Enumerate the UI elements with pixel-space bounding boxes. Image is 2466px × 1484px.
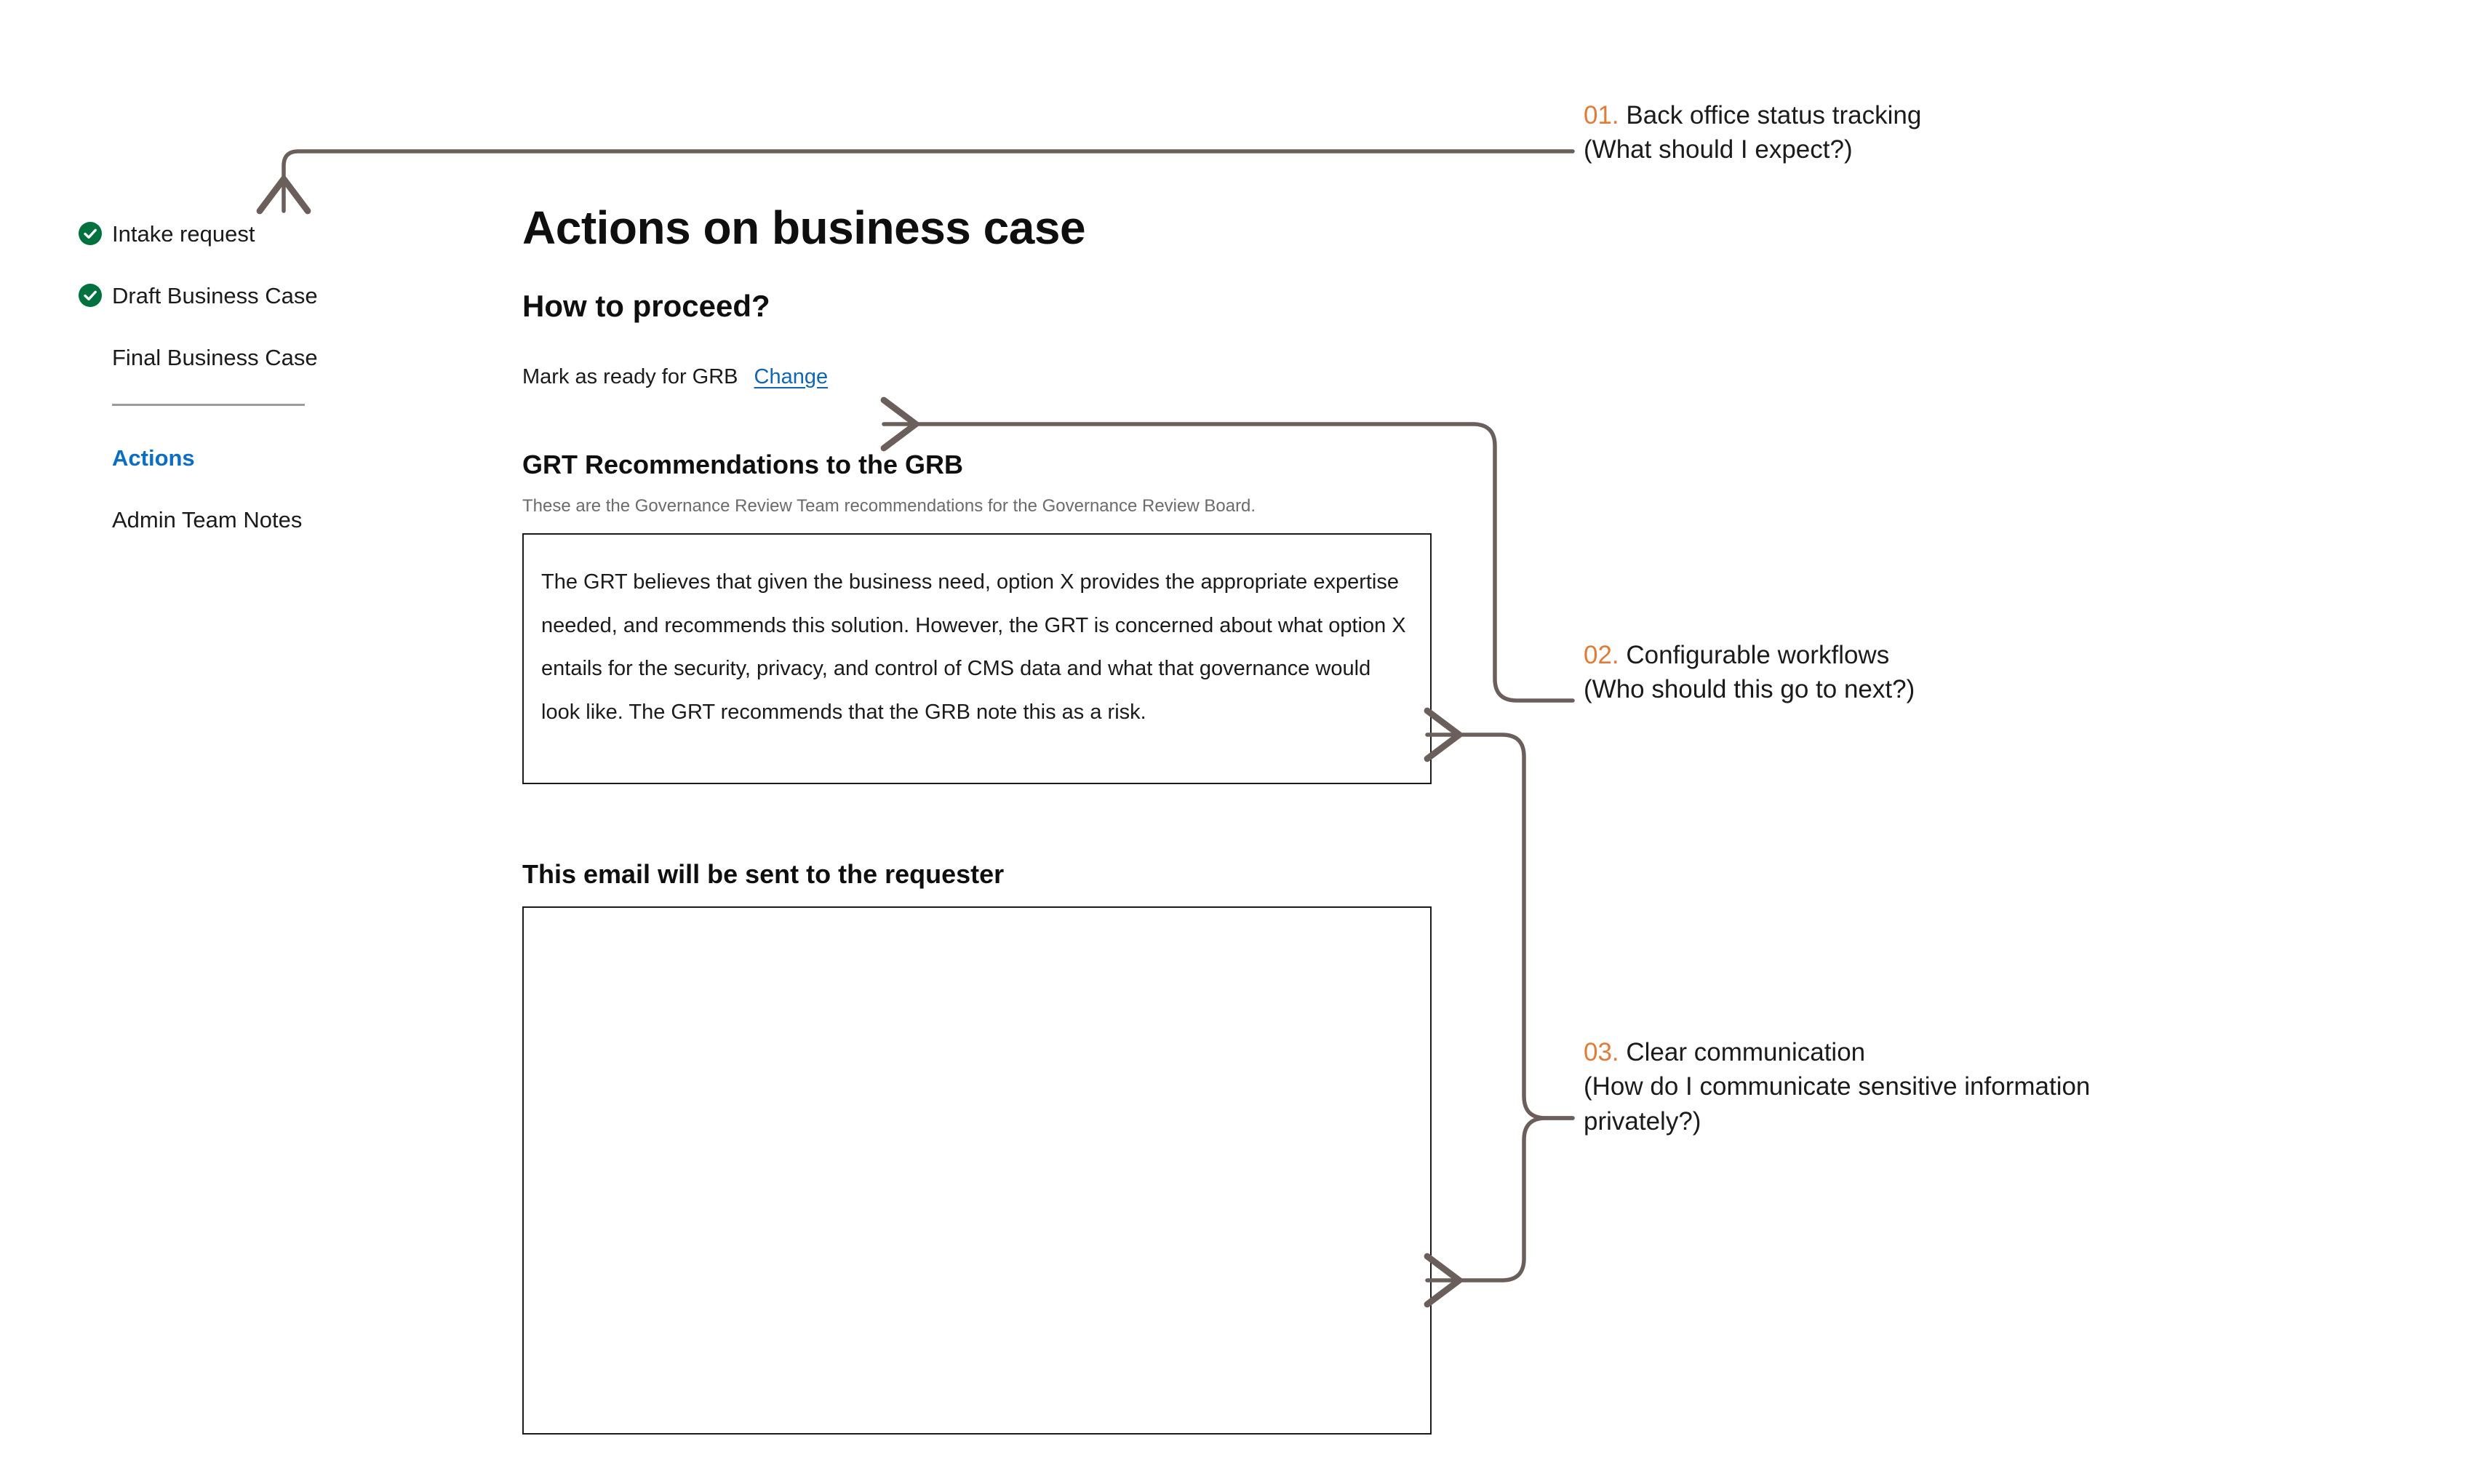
status-label: Mark as ready for GRB: [522, 364, 738, 388]
status-placeholder-icon: [79, 346, 102, 369]
annotation-01-question: (What should I expect?): [1584, 135, 1853, 164]
how-to-proceed-heading: How to proceed?: [522, 289, 770, 324]
check-circle-icon: [79, 222, 102, 245]
annotation-03-title-line: 03. Clear communication: [1584, 1035, 2384, 1069]
change-status-link[interactable]: Change: [754, 364, 829, 388]
sidebar-item-actions[interactable]: Actions: [79, 442, 384, 473]
annotation-01-number: 01.: [1584, 101, 1619, 129]
sidebar-item-label: Actions: [112, 444, 195, 471]
annotation-03: 03. Clear communication (How do I commun…: [1584, 1035, 2384, 1138]
annotation-03-question-line-2: privately?): [1584, 1106, 1701, 1136]
sidebar-item-label: Final Business Case: [112, 344, 318, 370]
email-section-heading: This email will be sent to the requester: [522, 859, 1005, 890]
annotation-03-question-line-1: (How do I communicate sensitive informat…: [1584, 1072, 2091, 1101]
annotation-01: 01. Back office status tracking (What sh…: [1584, 98, 2384, 167]
annotation-02-number: 02.: [1584, 641, 1619, 669]
annotation-02: 02. Configurable workflows (Who should t…: [1584, 638, 2384, 707]
annotation-03-title: Clear communication: [1619, 1038, 1866, 1066]
status-placeholder-icon: [79, 508, 102, 531]
check-circle-icon: [79, 284, 102, 307]
email-body-textarea[interactable]: [522, 906, 1432, 1435]
sidebar-item-intake-request[interactable]: Intake request: [79, 218, 384, 249]
annotation-01-title-line: 01. Back office status tracking: [1584, 98, 2384, 132]
sidebar-item-final-business-case[interactable]: Final Business Case: [79, 342, 384, 372]
annotation-02-title: Configurable workflows: [1619, 641, 1890, 669]
grt-recommendations-box[interactable]: The GRT believes that given the business…: [522, 533, 1432, 785]
main-content: Actions on business case How to proceed?…: [522, 202, 1541, 1435]
annotation-03-number: 03.: [1584, 1038, 1619, 1066]
annotation-02-question: (Who should this go to next?): [1584, 675, 1915, 704]
grt-recommendations-text: The GRT believes that given the business…: [541, 570, 1406, 724]
annotation-02-title-line: 02. Configurable workflows: [1584, 638, 2384, 672]
grt-recommendations-help-text: These are the Governance Review Team rec…: [522, 495, 1256, 516]
sidebar-item-draft-business-case[interactable]: Draft Business Case: [79, 280, 384, 311]
sidebar-item-admin-team-notes[interactable]: Admin Team Notes: [79, 504, 384, 535]
status-placeholder-icon: [79, 446, 102, 469]
sidebar-item-label: Intake request: [112, 220, 255, 247]
grt-recommendations-heading: GRT Recommendations to the GRB: [522, 449, 964, 479]
workflow-sidebar: Intake request Draft Business Case Final…: [79, 218, 384, 566]
sidebar-item-label: Admin Team Notes: [112, 506, 303, 532]
sidebar-divider: [112, 404, 305, 406]
status-row: Mark as ready for GRB Change: [522, 365, 1541, 389]
page-title: Actions on business case: [522, 202, 1086, 254]
sidebar-item-label: Draft Business Case: [112, 282, 318, 308]
annotation-01-title: Back office status tracking: [1619, 101, 1922, 129]
